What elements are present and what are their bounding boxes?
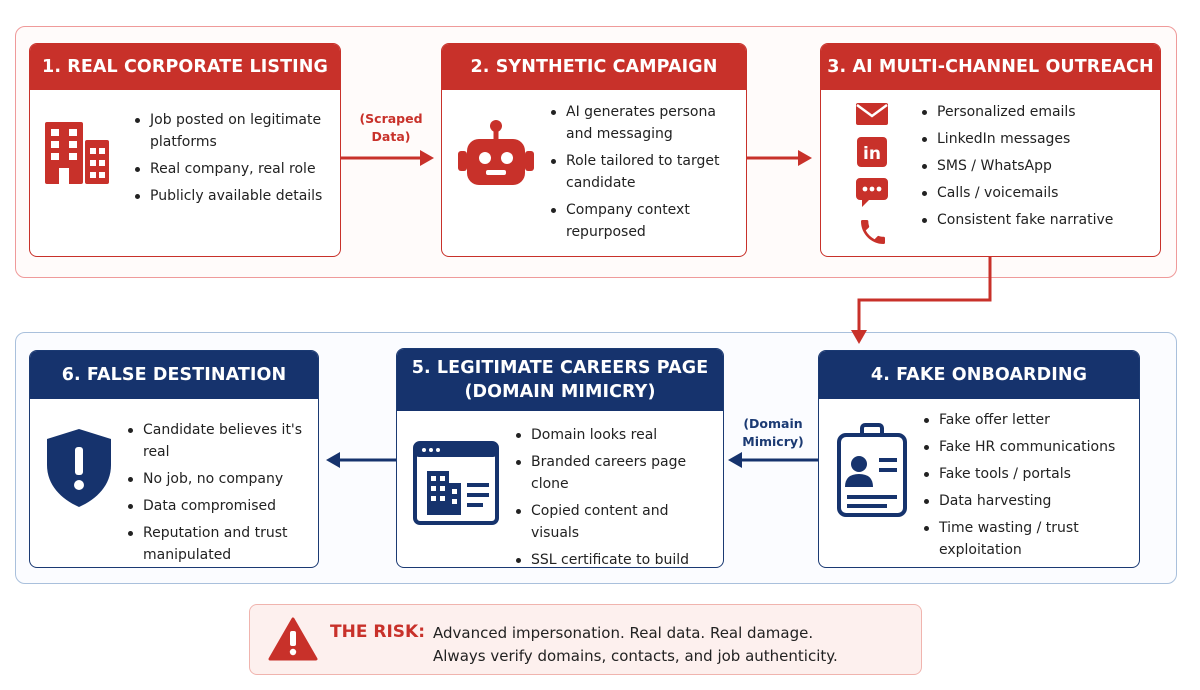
list-item: Consistent fake narrative (921, 209, 1157, 231)
list-item: Data compromised (127, 495, 317, 517)
list-item: Calls / voicemails (921, 182, 1157, 204)
step-3-bullets: Personalized emails LinkedIn messages SM… (921, 101, 1157, 236)
arrow-3-to-4-head (851, 330, 867, 344)
list-item: Candidate believes it's real (127, 419, 317, 463)
list-item: SSL certificate to build trust (515, 549, 719, 567)
list-item: Publicly available details (134, 185, 334, 207)
arrow-5-to-6-head (326, 452, 340, 468)
step-5-title-line-2: (DOMAIN MIMICRY) (464, 382, 656, 402)
risk-line-1: Advanced impersonation. Real data. Real … (433, 624, 814, 642)
step-4-bullets: Fake offer letter Fake HR communications… (923, 409, 1139, 566)
list-item: Company context repurposed (550, 199, 742, 243)
chat-bubble-icon (856, 178, 888, 207)
list-item: SMS / WhatsApp (921, 155, 1157, 177)
linkedin-icon: in (857, 137, 887, 167)
step-3-card: 3. AI MULTI-CHANNEL OUTREACH in Personal… (820, 43, 1161, 257)
step-4-card: 4. FAKE ONBOARDING Fake offer letter Fak… (818, 350, 1140, 568)
risk-line-2: Always verify domains, contacts, and job… (433, 647, 838, 665)
list-item: Time wasting / trust exploitation (923, 517, 1139, 561)
arrow-2-to-3-head (798, 150, 812, 166)
list-item: Copied content and visuals (515, 500, 719, 544)
phone-icon (861, 220, 885, 244)
risk-label: THE RISK: (330, 622, 425, 642)
building-icon (45, 122, 109, 184)
list-item: Job posted on legitimate platforms (134, 109, 334, 153)
list-item: Fake HR communications (923, 436, 1139, 458)
arrow-3-to-4 (857, 257, 992, 330)
email-icon (856, 103, 888, 125)
list-item: No job, no company (127, 468, 317, 490)
step-2-title: 2. SYNTHETIC CAMPAIGN (442, 44, 746, 90)
list-item: AI generates persona and messaging (550, 101, 742, 145)
step-5-bullets: Domain looks real Branded careers page c… (515, 424, 719, 567)
browser-building-icon (413, 441, 499, 525)
step-4-title: 4. FAKE ONBOARDING (819, 351, 1139, 399)
list-item: Fake tools / portals (923, 463, 1139, 485)
step-5-card: 5. LEGITIMATE CAREERS PAGE (DOMAIN MIMIC… (396, 348, 724, 568)
step-6-bullets: Candidate believes it's real No job, no … (127, 419, 317, 567)
risk-callout: THE RISK: Advanced impersonation. Real d… (249, 604, 922, 675)
arrow-4-to-5-head (728, 452, 742, 468)
warning-triangle-icon (268, 617, 318, 661)
list-item: Data harvesting (923, 490, 1139, 512)
list-item: Real company, real role (134, 158, 334, 180)
step-1-bullets: Job posted on legitimate platforms Real … (134, 109, 334, 212)
svg-text:in: in (863, 144, 881, 164)
arrow-1-to-2-head (420, 150, 434, 166)
step-2-bullets: AI generates persona and messaging Role … (550, 101, 742, 248)
robot-icon (458, 120, 534, 185)
list-item: Role tailored to target candidate (550, 150, 742, 194)
step-3-title: 3. AI MULTI-CHANNEL OUTREACH (821, 44, 1160, 90)
step-5-title: 5. LEGITIMATE CAREERS PAGE (DOMAIN MIMIC… (397, 349, 723, 411)
step-1-title: 1. REAL CORPORATE LISTING (30, 44, 340, 90)
list-item: Fake offer letter (923, 409, 1139, 431)
list-item: LinkedIn messages (921, 128, 1157, 150)
list-item: Branded careers page clone (515, 451, 719, 495)
step-6-card: 6. FALSE DESTINATION Candidate believes … (29, 350, 319, 568)
list-item: Reputation and trust manipulated (127, 522, 317, 566)
step-6-title: 6. FALSE DESTINATION (30, 351, 318, 399)
list-item: Personalized emails (921, 101, 1157, 123)
step-5-title-line-1: 5. LEGITIMATE CAREERS PAGE (411, 358, 709, 378)
list-item: Domain looks real (515, 424, 719, 446)
risk-text: Advanced impersonation. Real data. Real … (433, 622, 838, 668)
shield-warning-icon (47, 429, 111, 507)
id-badge-icon (837, 423, 907, 517)
step-2-card: 2. SYNTHETIC CAMPAIGN AI generates perso… (441, 43, 747, 257)
step-1-card: 1. REAL CORPORATE LISTING Job posted on … (29, 43, 341, 257)
